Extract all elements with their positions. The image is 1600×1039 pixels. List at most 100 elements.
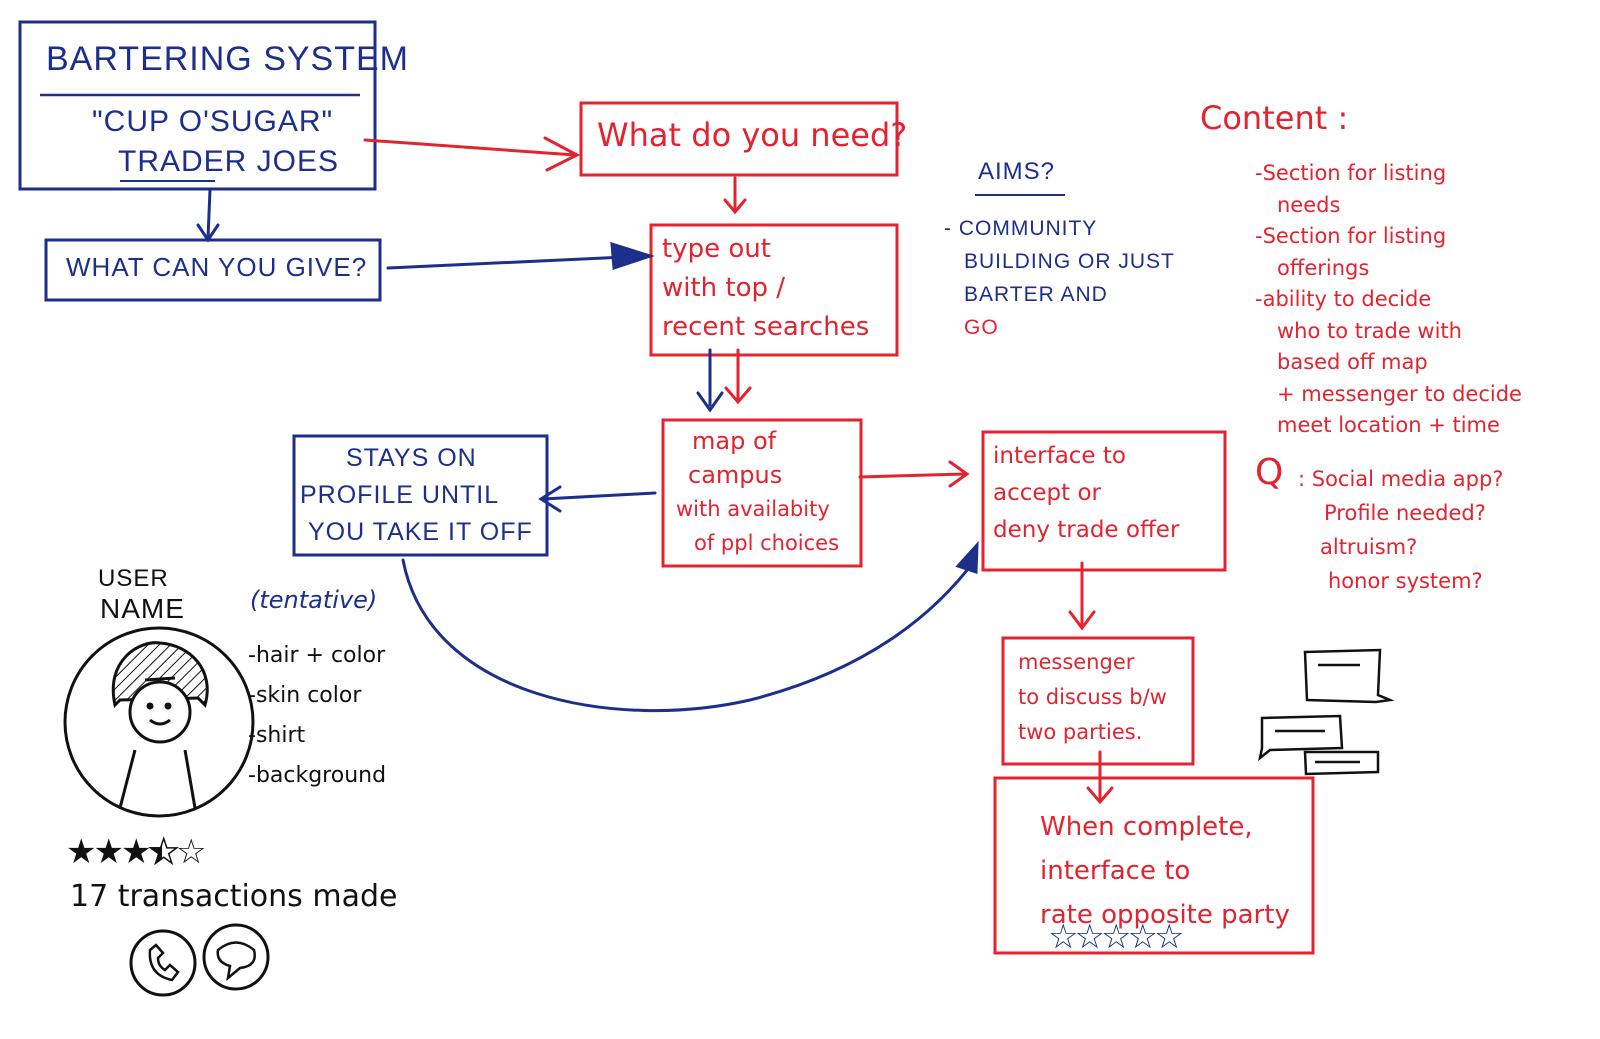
chat-icon — [202, 923, 270, 991]
messenger-line: messenger — [1018, 650, 1135, 674]
type-line: with top / — [662, 273, 786, 303]
attribute-line: -shirt — [248, 723, 306, 748]
complete-box-text: When complete, interface to rate opposit… — [1040, 805, 1290, 937]
interface-line: accept or — [993, 480, 1101, 506]
stays-line: YOU TAKE IT OFF — [308, 518, 533, 546]
content-line: based off map — [1277, 350, 1428, 374]
messenger-box — [1001, 636, 1195, 766]
avatar-hair — [111, 641, 209, 708]
star-icon: ★ — [120, 832, 152, 872]
avatar-face — [128, 680, 192, 744]
stays-box-text: STAYS ON PROFILE UNTIL YOU TAKE IT OFF — [300, 440, 533, 551]
user-name-line-1: USER — [98, 565, 169, 592]
map-line: with availabity — [676, 497, 830, 521]
question-line: honor system? — [1328, 569, 1483, 593]
arrow-need-to-type — [723, 176, 747, 215]
arrow-give-to-type — [386, 254, 650, 270]
attribute-line: -skin color — [248, 683, 362, 708]
arrow-title-to-give — [196, 188, 220, 243]
avatar-body — [118, 749, 197, 809]
chat-bubble-middle — [1258, 714, 1344, 762]
tentative-note: (tentative) — [250, 586, 378, 614]
map-line: campus — [688, 461, 783, 489]
interface-line: deny trade offer — [993, 517, 1180, 543]
content-line: -Section for listing — [1255, 224, 1447, 248]
content-line: -ability to decide — [1255, 287, 1432, 311]
need-box-label: What do you need? — [597, 116, 908, 154]
complete-line: When complete, — [1040, 812, 1253, 842]
messenger-line: two parties. — [1018, 720, 1143, 744]
question-line: Profile needed? — [1324, 501, 1486, 525]
profile-star-rating: ★★★★☆ — [66, 831, 207, 878]
aims-line: - COMMUNITY — [944, 217, 1098, 240]
aims-line: BUILDING OR JUST — [964, 250, 1175, 273]
phone-icon — [129, 929, 197, 997]
complete-box — [993, 776, 1315, 955]
aims-title: AIMS? — [978, 158, 1056, 185]
content-line: needs — [1277, 192, 1341, 217]
attribute-line: -background — [248, 763, 387, 788]
curve-stays-to-interface — [401, 558, 977, 713]
profile-attributes: -hair + color -skin color -shirt -backgr… — [248, 636, 386, 796]
attribute-line: -hair + color — [248, 643, 386, 668]
interface-box-text: interface to accept or deny trade offer — [993, 438, 1179, 549]
type-box-text: type out with top / recent searches — [662, 230, 869, 347]
give-box-label: WHAT CAN YOU GIVE? — [66, 252, 368, 282]
content-q-mark: Q — [1255, 452, 1284, 493]
arrow-type-to-map-red — [724, 348, 752, 405]
map-line: map of — [692, 427, 777, 455]
arrow-map-to-interface — [858, 460, 970, 488]
content-questions: : Social media app? Profile needed? altr… — [1298, 462, 1503, 598]
content-line: who to trade with — [1277, 318, 1462, 343]
question-line: : Social media app? — [1298, 467, 1504, 491]
aims-line: BARTER AND GO — [944, 278, 1175, 344]
type-line: type out — [662, 234, 771, 264]
content-line: + messenger to decide — [1277, 381, 1522, 406]
rating-stars-sketch: ☆☆☆☆☆ — [1048, 917, 1184, 957]
give-box — [44, 238, 382, 302]
arrow-type-to-map-blue — [696, 348, 724, 413]
title-box — [18, 20, 377, 191]
title-line-3: TRADER JOES — [118, 145, 340, 178]
arrowhead-curve — [955, 540, 979, 575]
star-empty-icon: ☆ — [175, 832, 207, 872]
complete-line: rate opposite party — [1040, 900, 1290, 930]
arrow-map-to-stays — [538, 485, 657, 513]
title-line-2: "CUP O'SUGAR" — [92, 105, 334, 138]
messenger-line: to discuss b/w — [1018, 685, 1167, 709]
aims-text: - COMMUNITY BUILDING OR JUST BARTER AND … — [944, 212, 1175, 344]
star-half-icon: ★ — [148, 831, 180, 873]
chat-bubbles-sketch — [1258, 648, 1395, 776]
question-line: altruism? — [1320, 535, 1418, 559]
star-icon: ★ — [66, 832, 97, 872]
arrow-interface-to-messenger — [1068, 561, 1096, 631]
arrowhead-title-to-need — [543, 136, 581, 172]
arrowhead-give-to-type — [610, 241, 655, 271]
content-list: -Section for listing needs -Section for … — [1255, 158, 1522, 442]
arrow-title-to-need — [363, 138, 577, 157]
stays-line: STAYS ON — [346, 444, 477, 472]
chat-bubble-bottom — [1303, 750, 1380, 776]
user-name-line-2: NAME — [100, 593, 185, 624]
map-box-text: map of campus with availabity of ppl cho… — [676, 424, 839, 560]
title-line-1: BARTERING SYSTEM — [46, 40, 409, 78]
avatar-sketch — [63, 626, 255, 818]
interface-box — [981, 430, 1227, 572]
aims-line-text: BARTER AND — [964, 283, 1108, 306]
content-line: meet location + time — [1277, 413, 1500, 437]
aims-go: GO — [964, 316, 999, 339]
map-line: of ppl choices — [694, 531, 840, 555]
map-box — [661, 418, 863, 568]
arrow-messenger-to-complete — [1086, 750, 1114, 805]
content-title: Content : — [1200, 99, 1349, 137]
type-line: recent searches — [662, 312, 870, 342]
interface-line: interface to — [993, 443, 1126, 469]
need-box — [579, 101, 899, 177]
messenger-box-text: messenger to discuss b/w two parties. — [1018, 645, 1167, 750]
avatar-circle — [63, 626, 255, 818]
transactions-count: 17 transactions made — [70, 879, 398, 914]
chat-bubble-top — [1303, 648, 1395, 704]
content-line: -Section for listing — [1255, 161, 1447, 185]
stays-line: PROFILE UNTIL — [300, 481, 500, 509]
